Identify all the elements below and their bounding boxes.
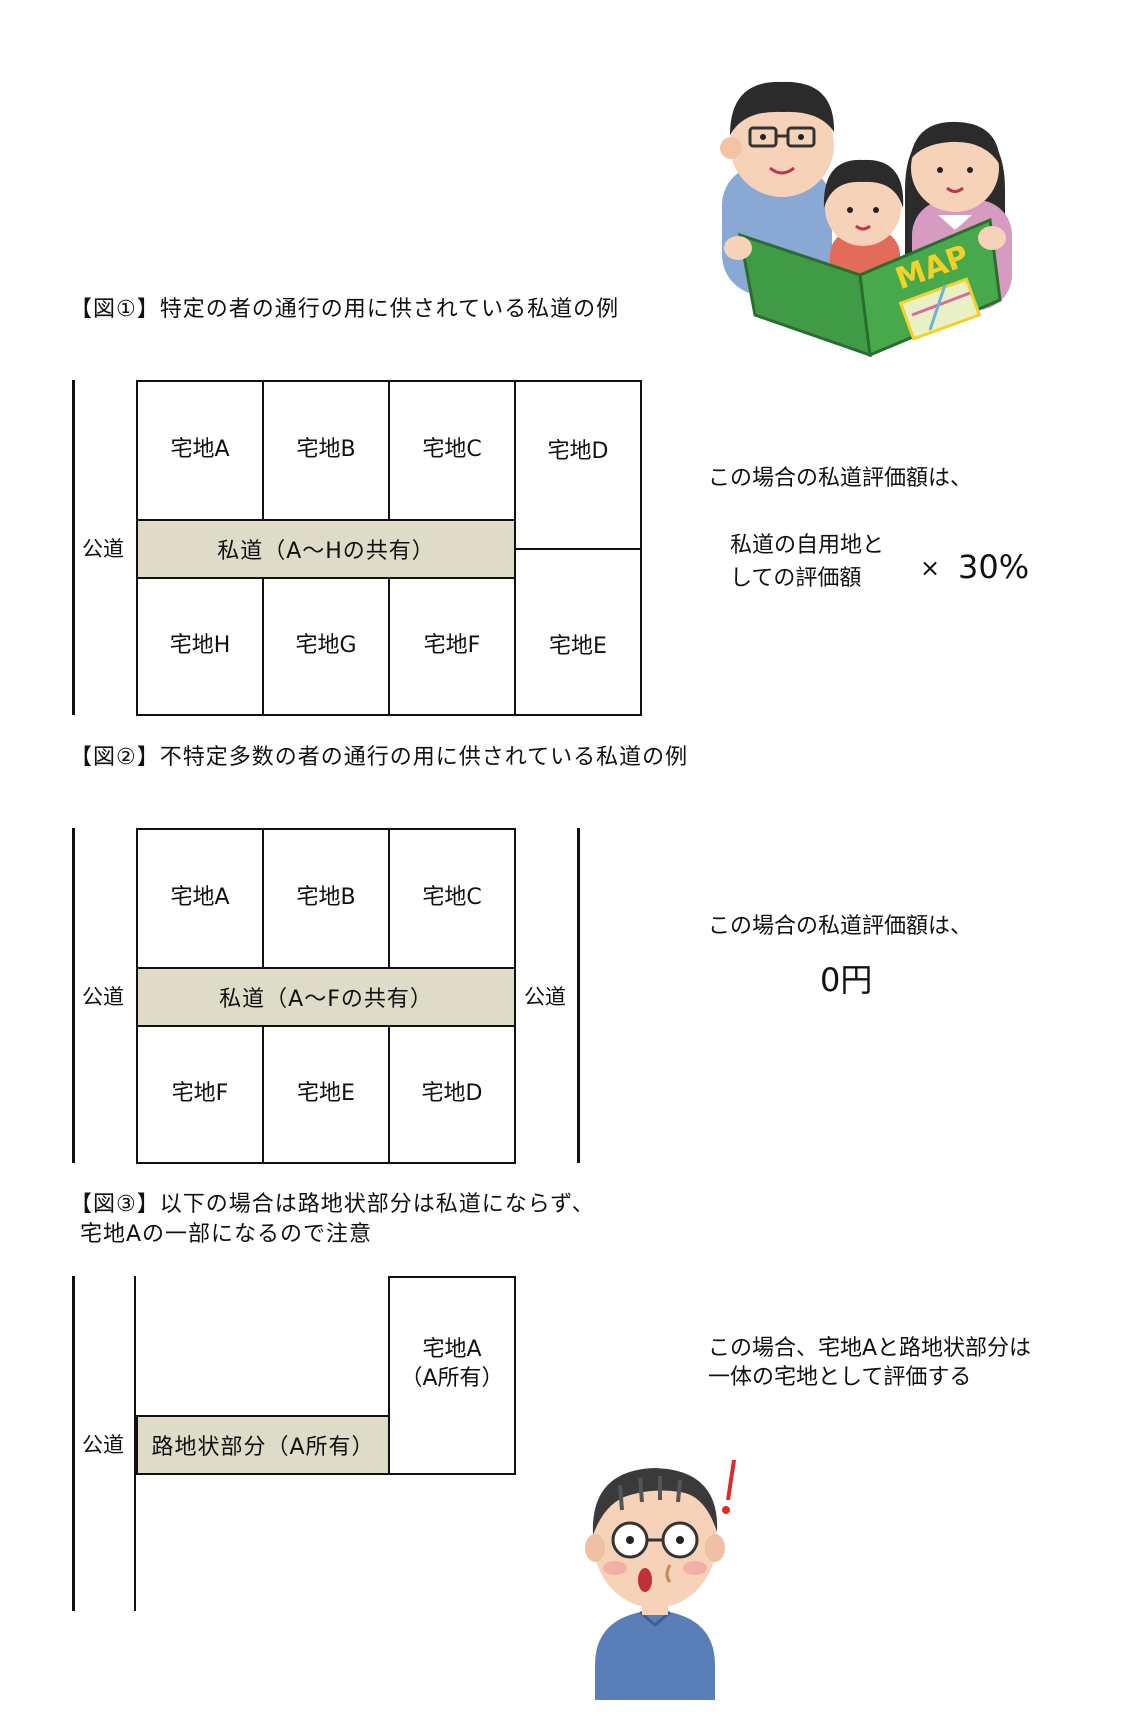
fig1-lot-d: 宅地D <box>514 380 642 550</box>
fig3-alley: 路地状部分（A所有） <box>136 1415 390 1475</box>
fig2-lot-c: 宅地C <box>388 828 516 969</box>
fig1-lot-e: 宅地E <box>514 548 642 716</box>
fig2-public-road-left-line <box>72 828 75 1163</box>
fig1-formula-times: × <box>920 554 941 582</box>
fig1-formula-rate: 30% <box>958 548 1030 586</box>
fig3-caption-line2: 宅地Aの一部になるので注意 <box>80 1222 373 1247</box>
fig1-lot-c: 宅地C <box>388 380 516 521</box>
fig2-lot-a: 宅地A <box>136 828 264 969</box>
fig3-public-road-label: 公道 <box>82 1433 124 1457</box>
fig3-lot-a: 宅地A （A所有） <box>388 1276 516 1475</box>
fig2-lot-e: 宅地E <box>262 1025 390 1164</box>
fig1-lot-h: 宅地H <box>136 577 264 716</box>
fig1-public-road-line <box>72 380 75 715</box>
fig2-lot-f: 宅地F <box>136 1025 264 1164</box>
fig1-caption: 【図①】特定の者の通行の用に供されている私道の例 <box>70 297 620 322</box>
fig3-lot-a-line2: （A所有） <box>400 1365 504 1391</box>
fig3-note-line1: この場合、宅地Aと路地状部分は <box>708 1336 1032 1361</box>
fig1-lot-g: 宅地G <box>262 577 390 716</box>
fig2-note: この場合の私道評価額は、 <box>708 914 973 939</box>
fig2-public-road-right-label: 公道 <box>524 985 566 1009</box>
family-map-illustration: MAP <box>720 81 1012 358</box>
fig1-formula-line2: しての評価額 <box>730 566 862 591</box>
fig2-public-road-left-label: 公道 <box>82 985 124 1009</box>
fig3-lot-a-line1: 宅地A <box>422 1337 482 1362</box>
fig1-private-road: 私道（A〜Hの共有） <box>136 519 516 579</box>
fig1-lot-b: 宅地B <box>262 380 390 521</box>
fig2-lot-d: 宅地D <box>388 1025 516 1164</box>
fig1-lot-a: 宅地A <box>136 380 264 521</box>
fig2-value: 0円 <box>820 961 873 999</box>
fig2-private-road: 私道（A〜Fの共有） <box>136 967 516 1027</box>
surprised-man-illustration <box>585 1460 736 1700</box>
fig2-lot-b: 宅地B <box>262 828 390 969</box>
fig3-lot-edge-line <box>134 1276 136 1611</box>
fig1-lot-f: 宅地F <box>388 577 516 716</box>
fig2-caption: 【図②】不特定多数の者の通行の用に供されている私道の例 <box>70 745 689 770</box>
fig3-public-road-line <box>72 1276 75 1611</box>
fig1-formula-line1: 私道の自用地と <box>730 533 885 558</box>
fig2-public-road-right-line <box>577 828 580 1163</box>
fig1-public-road-label: 公道 <box>82 537 124 561</box>
fig3-caption-line1: 【図③】以下の場合は路地状部分は私道にならず、 <box>70 1192 595 1217</box>
fig1-note: この場合の私道評価額は、 <box>708 466 973 491</box>
fig3-note-line2: 一体の宅地として評価する <box>708 1365 972 1390</box>
